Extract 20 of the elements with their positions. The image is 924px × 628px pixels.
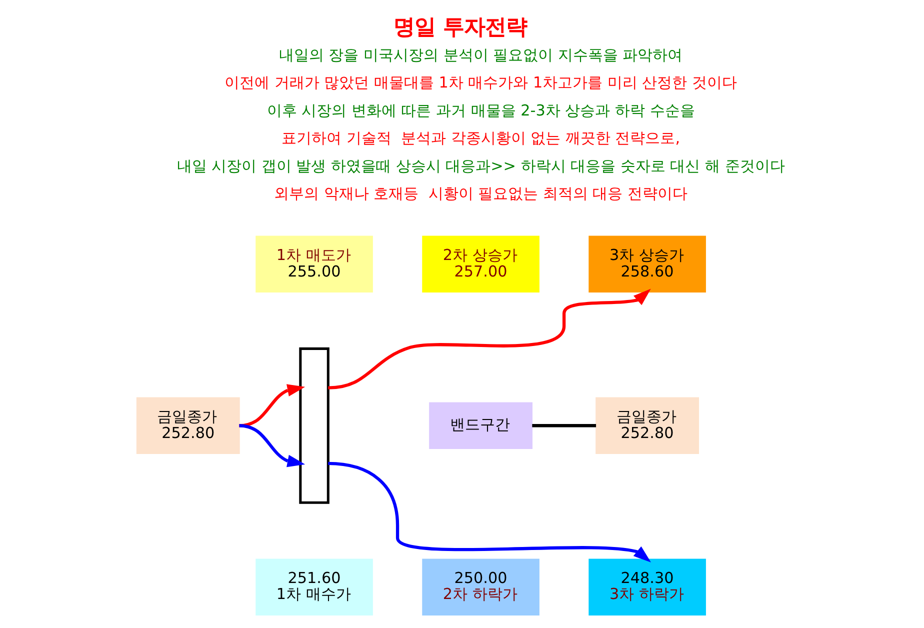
- label: 표기하여 기술적 분석과 각종시황이 없는 깨끗한 전략으로,: [281, 129, 680, 148]
- label: 내일의 장을 미국시장의 분석이 필요없이 지수폭을 파악하여: [278, 46, 682, 64]
- node-box: 금일종가 252.80: [136, 397, 240, 454]
- node-box: 1차 매도가 255.00: [255, 236, 372, 293]
- arrow: [328, 462, 650, 562]
- node-box: 금일종가 252.80: [595, 397, 699, 454]
- arrow: [238, 424, 305, 468]
- node-box: 밴드구간: [428, 402, 532, 449]
- node-box: 251.60 1차 매수가: [255, 558, 372, 616]
- label: 이전에 거래가 많았던 매물대를 1차 매수가와 1차고가를 미리 산정한 것이다: [224, 74, 737, 92]
- label: 내일 시장이 갭이 발생 하였을때 상승시 대응과>> 하락시 대응을 숫자로 대신 해 준것이다: [176, 156, 784, 175]
- diagram-title: 명일 투자전략: [393, 15, 527, 40]
- node-box: 248.30 3차 하락가: [588, 558, 706, 616]
- node-box: 2차 상승가 257.00: [422, 236, 539, 293]
- connector: [532, 424, 596, 428]
- arrow: [328, 288, 650, 390]
- label: 외부의 악재나 호재등 시황이 필요없는 최적의 대응 전략이다: [274, 184, 688, 203]
- label: 이후 시장의 변화에 따른 과거 매물을 2-3차 상승과 하락 수순을: [266, 101, 694, 120]
- node-box: 250.00 2차 하락가: [422, 558, 539, 616]
- node-box: 3차 상승가 258.60: [588, 236, 706, 293]
